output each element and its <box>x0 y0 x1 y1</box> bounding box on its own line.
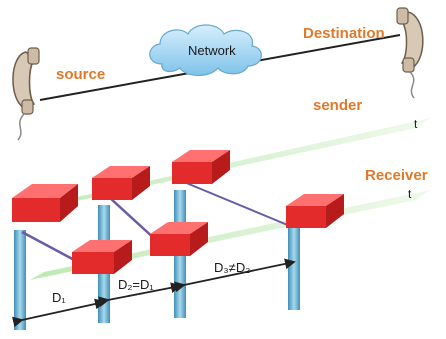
destination-label: Destination <box>303 25 385 42</box>
delay-line-2 <box>109 197 157 241</box>
delay-line-1 <box>21 230 79 264</box>
d1-arrow <box>12 298 106 328</box>
d2-label: D₂=D₁ <box>118 277 154 292</box>
network-label: Network <box>188 43 236 58</box>
network-cloud-icon <box>149 24 262 77</box>
delay-line-3 <box>183 181 291 227</box>
receiver-time-axis-label: t <box>408 187 412 201</box>
drop-column-1 <box>14 230 26 330</box>
sender-packet-3 <box>172 150 230 184</box>
d2-arrow <box>98 282 182 308</box>
d3-label: D₃≠D₂ <box>214 260 250 275</box>
d1-label: D₁ <box>52 290 66 305</box>
sender-label: sender <box>313 97 362 114</box>
source-phone-icon <box>12 47 40 141</box>
source-label: source <box>56 66 105 83</box>
sender-time-axis-label: t <box>414 117 418 131</box>
sender-packet-2 <box>92 166 150 200</box>
drop-column-4 <box>288 228 300 310</box>
destination-phone-icon <box>396 7 424 99</box>
receiver-packet-3 <box>286 194 344 228</box>
receiver-packet-1 <box>72 240 132 274</box>
receiver-packet-2 <box>150 222 208 256</box>
sender-packet-1 <box>12 184 78 222</box>
d3-arrow <box>174 258 296 293</box>
receiver-label: Receiver <box>365 167 428 184</box>
